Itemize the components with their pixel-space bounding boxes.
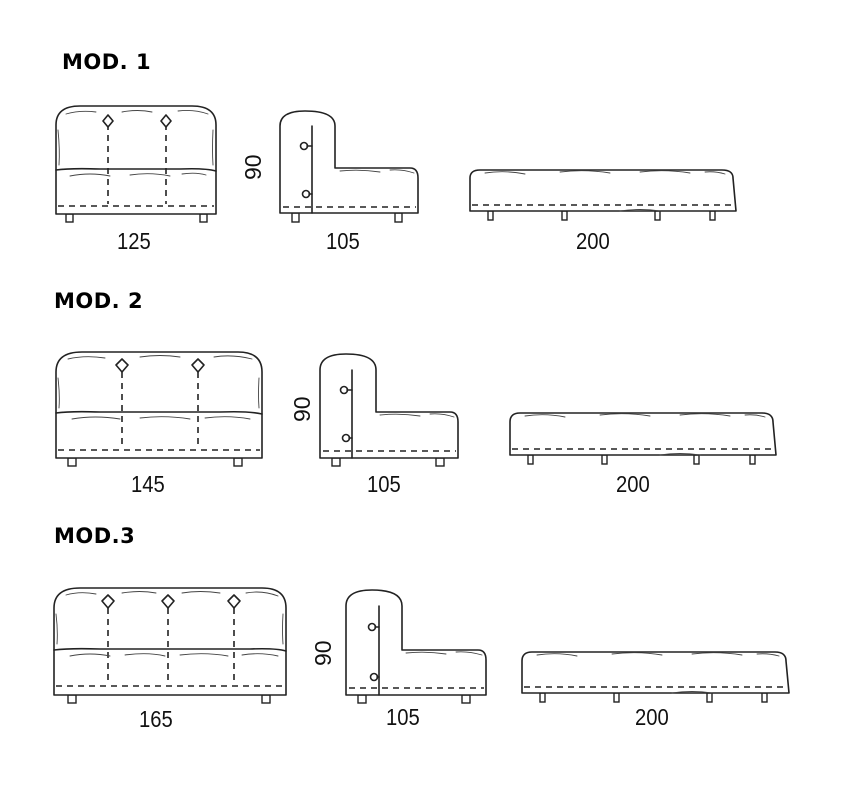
module-1-top-length: 200 (576, 228, 610, 254)
module-3-top-view (521, 651, 790, 703)
module-3-side-view (345, 589, 487, 704)
module-1-title: MOD. 1 (62, 50, 152, 74)
module-1-front-view (55, 105, 217, 223)
module-2-front-view (55, 351, 263, 467)
module-1-side-view (279, 110, 419, 223)
module-3-front-width: 165 (139, 706, 173, 732)
module-2-side-depth: 105 (367, 471, 401, 497)
module-1-front-width: 125 (117, 228, 151, 254)
module-1-side-depth: 105 (326, 228, 360, 254)
module-2-top-length: 200 (616, 471, 650, 497)
module-3-title: MOD.3 (54, 524, 136, 548)
module-1-top-view (469, 169, 737, 221)
module-2-title: MOD. 2 (54, 289, 144, 313)
module-3-front-view (53, 587, 287, 704)
module-3-top-length: 200 (635, 704, 669, 730)
module-2-side-view (319, 353, 459, 467)
module-3-side-depth: 105 (386, 704, 420, 730)
module-2-top-view (509, 412, 777, 465)
module-2-front-width: 145 (131, 471, 165, 497)
